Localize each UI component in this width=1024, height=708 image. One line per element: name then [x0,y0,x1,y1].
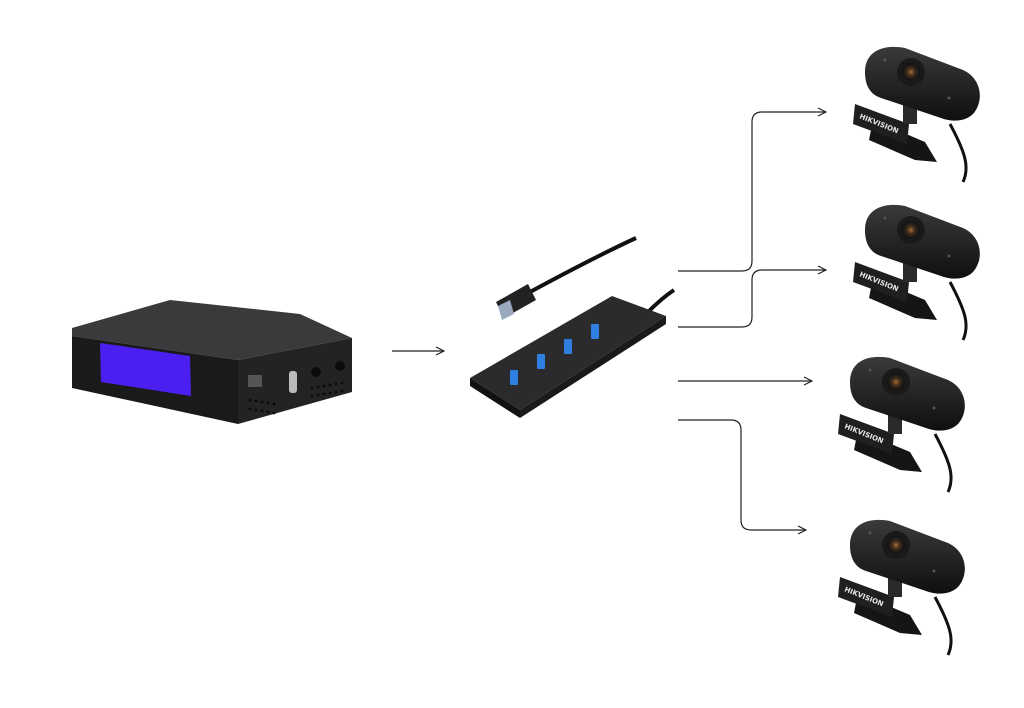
audio-jack-icon [311,367,321,377]
usb-port-icon [564,339,572,354]
webcam-4: HIKVISION [836,518,967,657]
webcam-1: HIKVISION [851,45,982,184]
audio-jack-icon [335,361,345,371]
display-screen [100,343,191,396]
arrow-hub-to-cam1 [678,112,826,272]
usb-port-icon [289,371,297,393]
hdmi-port-icon [248,375,262,387]
usb-hub [470,236,676,418]
media-player-device [72,300,352,424]
webcam-3: HIKVISION [836,355,967,494]
arrow-hub-to-cam2 [678,270,826,328]
webcam-2: HIKVISION [851,203,982,342]
arrow-hub-to-cam4 [678,419,806,530]
usb-port-icon [510,370,518,385]
usb-port-icon [537,354,545,369]
usb-port-icon [591,324,599,339]
